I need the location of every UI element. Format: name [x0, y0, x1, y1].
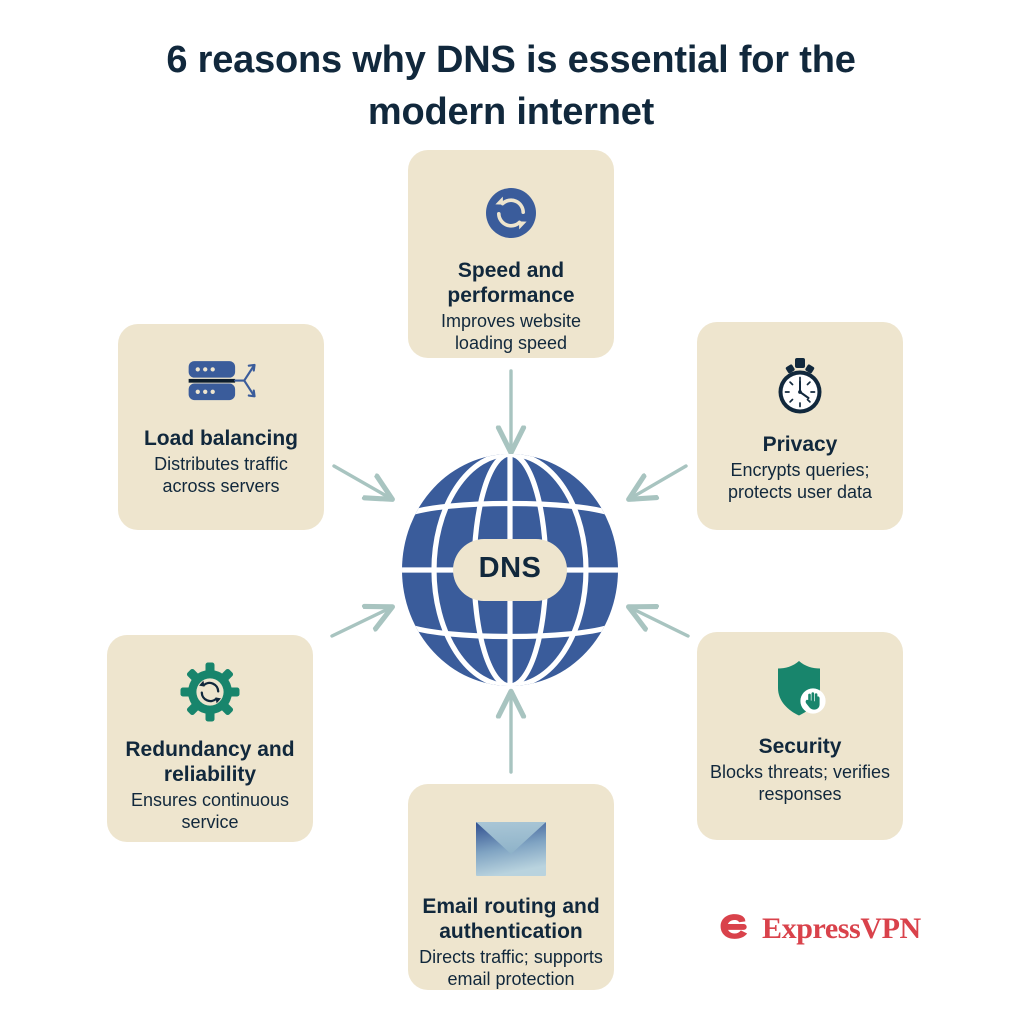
expressvpn-logo[interactable]: ExpressVPN [717, 905, 921, 953]
card-redundancy[interactable]: Redundancy and reliability Ensures conti… [107, 635, 313, 842]
arrow-security-to-center [631, 608, 690, 638]
arrow-redundancy-to-center [330, 608, 390, 638]
shield-hand-icon [761, 650, 839, 728]
card-description: Distributes traffic across servers [154, 454, 288, 496]
gear-refresh-icon [171, 653, 249, 731]
server-branch-icon [182, 342, 260, 420]
envelope-icon [472, 810, 550, 888]
card-security[interactable]: Security Blocks threats; verifies respon… [697, 632, 903, 840]
card-title: Speed and performance [447, 259, 575, 307]
card-load-balancing[interactable]: Load balancing Distributes traffic acros… [118, 324, 324, 530]
card-description: Directs traffic; supports email protecti… [419, 947, 603, 989]
center-label: DNS [478, 552, 542, 584]
sync-refresh-icon [472, 174, 550, 252]
card-description: Blocks threats; verifies responses [709, 762, 891, 804]
card-title: Security [758, 735, 842, 758]
page-title: 6 reasons why DNS is essential for the m… [166, 39, 856, 133]
card-description: Ensures continuous service [130, 790, 290, 832]
arrow-privacy-to-center [631, 464, 688, 498]
card-description: Encrypts queries; protects user data [727, 460, 873, 502]
globe-icon [402, 454, 618, 686]
card-description: Improves website loading speed [440, 311, 582, 353]
card-speed[interactable]: Speed and performance Improves website l… [408, 150, 614, 358]
expressvpn-mark-icon [720, 914, 748, 939]
card-email-routing[interactable]: Email routing and authentication Directs… [408, 784, 614, 990]
card-privacy[interactable]: Privacy Encrypts queries; protects user … [697, 322, 903, 530]
expressvpn-wordmark: ExpressVPN [762, 912, 921, 945]
card-title: Privacy [762, 433, 838, 456]
card-title: Load balancing [143, 427, 298, 450]
stopwatch-icon [761, 348, 839, 426]
card-title: Redundancy and reliability [125, 738, 295, 786]
arrow-load-to-center [332, 464, 390, 498]
card-title: Email routing and authentication [422, 895, 600, 943]
